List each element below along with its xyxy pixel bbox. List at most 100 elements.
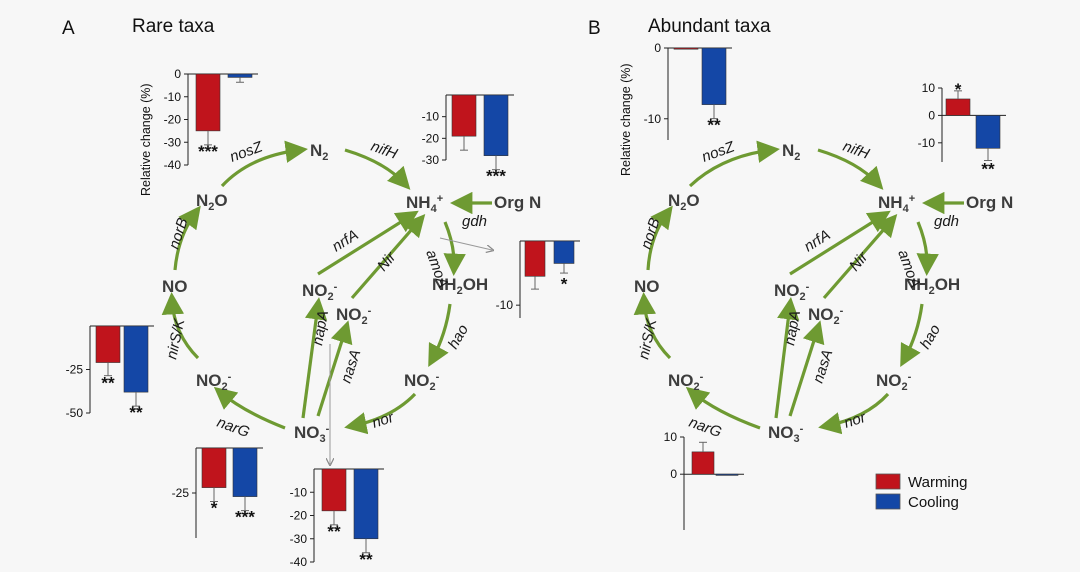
- legend-label-cooling: Cooling: [908, 494, 959, 511]
- arrow-nh2oh-no2: [428, 303, 452, 368]
- node-b-no2-nitr: NO2-: [876, 371, 912, 393]
- tick-label-b-narg: 10: [664, 430, 678, 444]
- gene-napA: napA: [309, 309, 332, 346]
- tick-label-a-nifh: -30: [422, 153, 440, 167]
- arrow-no3-no2-napA: [301, 297, 328, 419]
- bar-b-narg-warming: [691, 451, 715, 475]
- axis-title-a: Relative change (%): [139, 83, 153, 196]
- bar-b-nosz-cooling: [701, 47, 727, 105]
- arrow-no2-nh4-nir: [350, 213, 426, 300]
- arrow-b-no3-no2: [685, 386, 761, 430]
- tick-label-b-nifh: 0: [928, 108, 935, 122]
- chart-a-nosz: 0-10-20-30-40***: [164, 67, 258, 172]
- chart-a-nifh: -10-20-30***: [422, 94, 514, 186]
- significance-a-napa-nasa: **: [359, 550, 373, 569]
- bar-a-nosz-cooling: [227, 73, 253, 78]
- significance-a-nirs-k: **: [129, 403, 143, 422]
- node-no: NO: [162, 277, 188, 296]
- arrow-nh4-nh2oh: [443, 221, 466, 276]
- arrow-b-no2-no: [633, 292, 672, 360]
- node-nh2oh: NH2OH: [432, 275, 488, 297]
- arrow-b-nh4-nh2oh: [916, 221, 939, 276]
- tick-label-a-nosz: 0: [174, 67, 181, 81]
- node-no3: NO3-: [294, 423, 330, 445]
- panel-b-cycle: N2 N2O NO NH4+ Org N NH2OH NO2- NO2- NO2…: [633, 138, 1013, 445]
- node-n2o: N2O: [196, 191, 228, 213]
- arrow-b-no-n2o: [646, 205, 673, 271]
- node-no2-denit: NO2-: [196, 371, 232, 393]
- chart-b-nifh: 100-10***: [918, 80, 1006, 178]
- chart-a-narg: -25****: [172, 447, 263, 538]
- arrow-b-no3-no2-nasA: [788, 320, 825, 417]
- node-nh4: NH4+: [406, 193, 443, 215]
- tick-label-a-nosz: -20: [164, 113, 182, 127]
- node-b-n2o: N2O: [668, 191, 700, 213]
- arrow-no-n2o: [173, 205, 201, 271]
- bar-a-nifh-cooling: [483, 94, 509, 156]
- node-b-org-n: Org N: [966, 193, 1013, 212]
- axis-title-b: Relative change (%): [619, 63, 633, 176]
- bar-a-napa-nasa-warming: [321, 468, 347, 512]
- gene-hao: hao: [445, 322, 472, 352]
- node-b-nh4: NH4+: [878, 193, 915, 215]
- tick-label-b-nosz: 0: [654, 41, 661, 55]
- significance-b-nifh: **: [981, 159, 995, 178]
- arrow-no2-no3: [344, 392, 417, 435]
- gene-b-napA: napA: [781, 309, 804, 346]
- legend-swatch-cooling: [875, 493, 901, 510]
- arrow-b-no2-no3: [818, 392, 890, 435]
- tick-label-a-nosz: -10: [164, 90, 182, 104]
- gene-b-gdh: gdh: [934, 213, 959, 230]
- tick-label-a-narg: -25: [172, 486, 190, 500]
- bar-a-nirs-k-cooling: [123, 325, 149, 393]
- node-no2-mid: NO2-: [336, 305, 372, 327]
- gene-b-nor: nor: [842, 409, 869, 432]
- tick-label-a-napa-nasa: -40: [290, 555, 308, 569]
- node-b-no: NO: [634, 277, 660, 296]
- bar-a-narg-cooling: [232, 447, 258, 497]
- gene-norB: norB: [166, 216, 192, 251]
- bar-a-narg-warming: [201, 447, 227, 488]
- leader-amoA: [439, 237, 492, 250]
- gene-b-amoA: amoA: [894, 248, 923, 291]
- arrow-no3-no2-nasA: [316, 320, 353, 417]
- gene-b-hao: hao: [917, 322, 944, 352]
- significance-a-narg: *: [211, 499, 218, 518]
- chart-a-napa-nasa: -10-20-30-40****: [290, 468, 384, 569]
- bar-b-narg-cooling: [715, 473, 739, 476]
- bar-charts: 0-10-20-30-40***-10-20-30***-10*-25-50**…: [66, 41, 1006, 569]
- gene-b-nosZ: nosZ: [700, 138, 738, 166]
- significance-a-nirs-k: **: [101, 374, 115, 393]
- tick-label-a-amoa: -10: [496, 298, 514, 312]
- gene-amoA: amoA: [422, 248, 451, 291]
- node-n2: N2: [310, 141, 328, 163]
- tick-label-b-nosz: -10: [644, 112, 662, 126]
- panel-a-letter: A: [62, 18, 75, 39]
- gene-nor: nor: [370, 409, 397, 432]
- gene-gdh: gdh: [462, 213, 487, 230]
- panel-b-letter: B: [588, 18, 601, 39]
- arrow-b-no2-nh4-nir: [822, 213, 898, 300]
- node-b-nh2oh: NH2OH: [904, 275, 960, 297]
- panel-a-cycle: N2 N2O NO NH4+ Org N NH2OH NO2- NO2- NO2…: [161, 138, 541, 464]
- chart-a-amoa: -10 *: [496, 240, 580, 318]
- arrow-no3-no2: [213, 386, 286, 430]
- tick-label-b-nifh: 10: [922, 81, 936, 95]
- node-no2-left: NO2-: [302, 281, 338, 303]
- arrow-b-n2o-n2: [688, 140, 780, 188]
- legend-label-warming: Warming: [908, 474, 967, 491]
- arrow-n2o-n2: [220, 140, 308, 188]
- arrow-no2-nh4-nrfA: [317, 210, 419, 276]
- tick-label-a-napa-nasa: -20: [290, 509, 308, 523]
- legend-swatch-warming: [875, 473, 901, 490]
- bar-a-napa-nasa-cooling: [353, 468, 379, 540]
- tick-label-b-narg: 0: [670, 467, 677, 481]
- bar-a-amoa-cooling: [553, 240, 575, 264]
- node-b-n2: N2: [782, 141, 800, 163]
- gene-b-nasA: nasA: [810, 347, 837, 385]
- gene-b-narG: narG: [687, 414, 724, 441]
- significance-a-amoa: *: [561, 274, 568, 293]
- legend: Warming Cooling: [875, 473, 967, 511]
- panel-b-title: Abundant taxa: [648, 16, 771, 37]
